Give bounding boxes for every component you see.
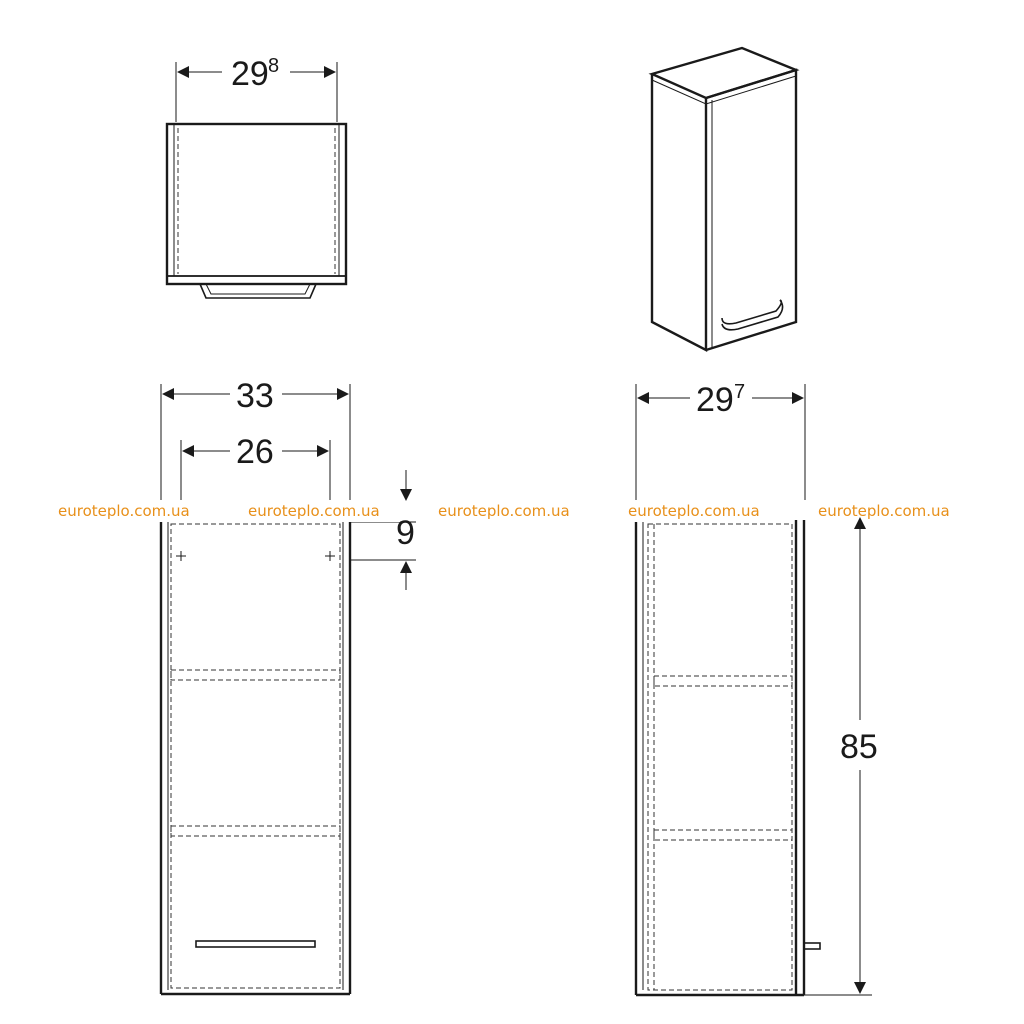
watermark-3: euroteplo.com.ua — [438, 502, 570, 520]
watermark-4: euroteplo.com.ua — [628, 502, 760, 520]
mount-point-left — [176, 551, 186, 561]
mount-point-right — [325, 551, 335, 561]
isometric-view — [648, 46, 800, 352]
front-outer-width-label: 33 — [236, 377, 274, 415]
side-view-handle — [803, 942, 821, 950]
side-depth-sup: 7 — [734, 381, 745, 403]
mount-offset-label: 9 — [396, 514, 415, 552]
top-view: 29 8 — [165, 55, 348, 299]
watermark-5: euroteplo.com.ua — [818, 502, 950, 520]
front-inner-width-label: 26 — [236, 433, 274, 471]
height-label: 85 — [840, 728, 878, 766]
side-view: 29 7 85 — [634, 381, 878, 997]
top-width-sup: 8 — [268, 55, 279, 77]
top-view-body — [165, 122, 348, 286]
watermark-1: euroteplo.com.ua — [58, 502, 190, 520]
front-view: 33 26 9 — [159, 377, 416, 996]
top-width-label: 29 — [231, 55, 269, 93]
top-view-handle — [199, 283, 317, 299]
front-view-handle — [195, 940, 316, 948]
watermarks: euroteplo.com.ua euroteplo.com.ua eurote… — [55, 500, 950, 522]
isometric-handle — [721, 299, 784, 331]
watermark-2: euroteplo.com.ua — [248, 502, 380, 520]
side-depth-label: 29 — [696, 381, 734, 419]
